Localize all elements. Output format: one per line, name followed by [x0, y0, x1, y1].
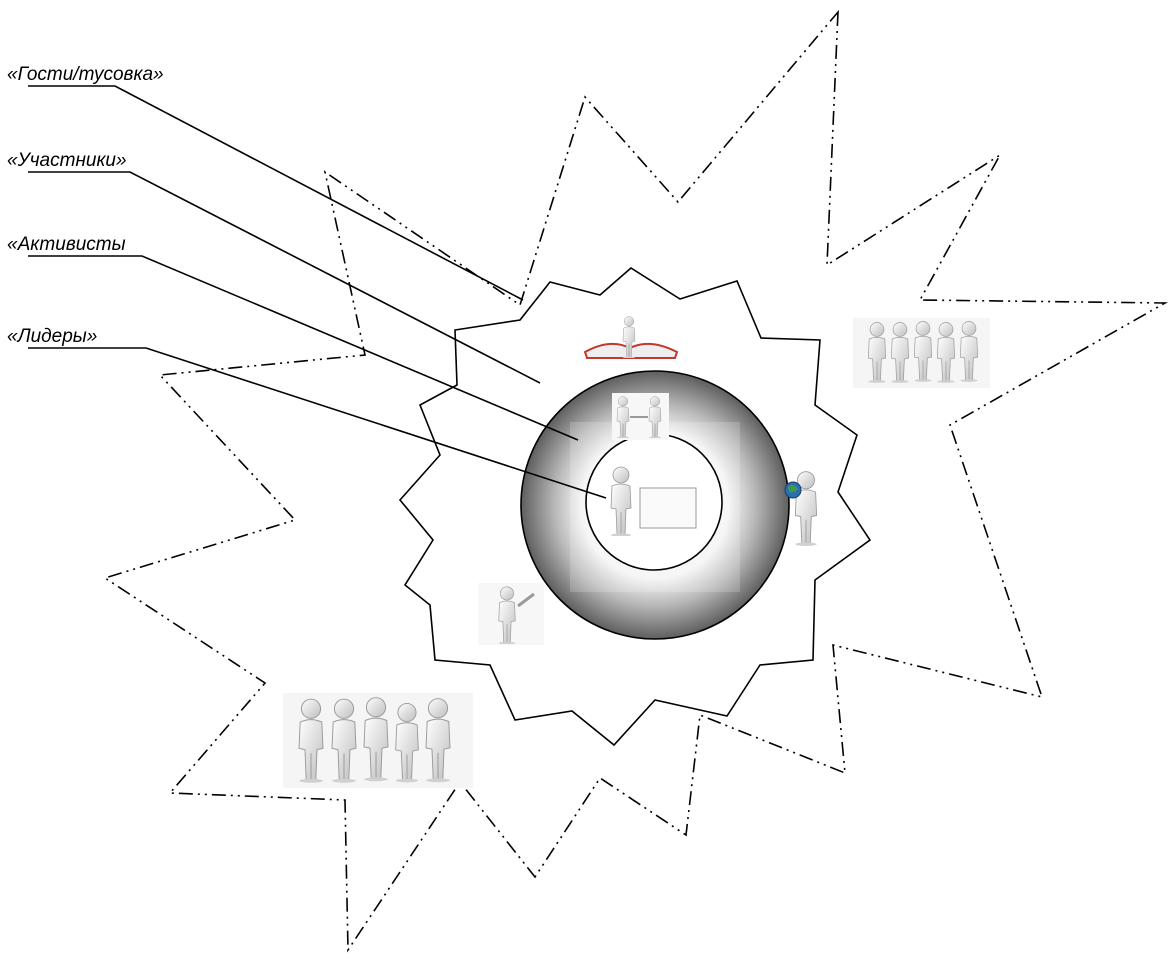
presenter-with-board-icon	[610, 466, 697, 536]
label-guests: «Гости/тусовка»	[7, 64, 164, 85]
group-of-people-icon-left	[283, 693, 473, 788]
person-with-globe-icon	[784, 471, 818, 546]
label-participants: «Участники»	[7, 150, 127, 171]
leader-line-guests	[28, 85, 524, 301]
label-activists: «Активисты	[7, 234, 126, 255]
outer-zone-guests-boundary	[103, 9, 1168, 953]
leader-line-participants	[28, 171, 541, 384]
leader-line-leaders	[28, 347, 607, 499]
label-leaders: «Лидеры»	[7, 326, 97, 347]
reading-person-icon	[583, 316, 679, 359]
leader-line-activists	[28, 255, 579, 441]
group-of-people-icon-right	[853, 318, 990, 388]
waving-person-icon	[478, 583, 544, 645]
handshake-icon	[612, 393, 669, 440]
